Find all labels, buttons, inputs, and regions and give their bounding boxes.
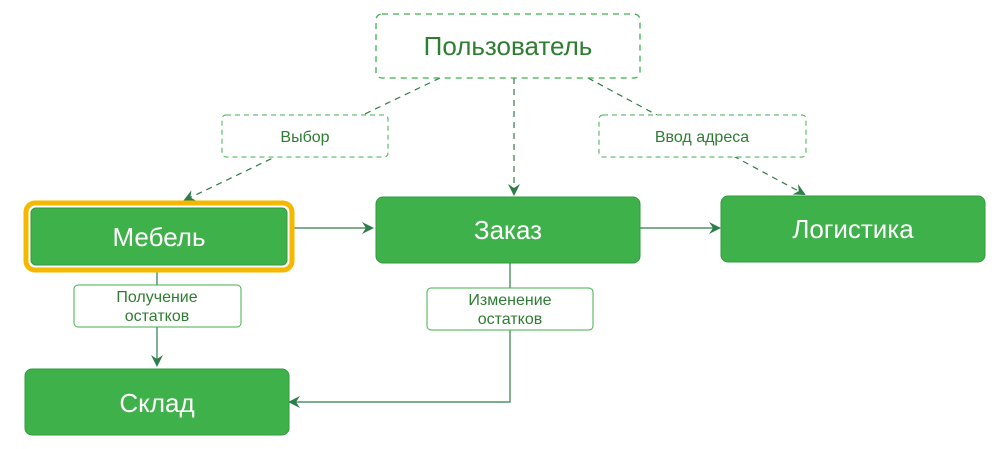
edge-label-address-text: Ввод адреса (655, 129, 749, 146)
node-user-label: Пользователь (424, 31, 593, 61)
node-furniture-highlight (23, 200, 295, 273)
edge-label-stock-get-line1: Получение (116, 289, 197, 306)
edge-order-to-warehouse (288, 262, 511, 408)
edge-label-choice-text: Выбор (280, 129, 329, 146)
edge-label-stock-change: Изменение остатков (426, 287, 594, 331)
node-user[interactable]: Пользователь (375, 13, 641, 79)
edge-label-stock-get: Получение остатков (73, 284, 242, 328)
node-logistics[interactable]: Логистика (720, 195, 986, 263)
edge-label-stock-change-line2: остатков (478, 311, 543, 328)
node-furniture[interactable]: Мебель (23, 200, 295, 273)
edge-label-address: Ввод адреса (598, 114, 807, 158)
node-warehouse-label: Склад (119, 388, 194, 418)
node-logistics-label: Логистика (792, 214, 914, 244)
edge-label-choice: Выбор (221, 114, 389, 158)
node-order[interactable]: Заказ (375, 196, 641, 264)
edge-user-to-furniture (183, 77, 441, 202)
edge-label-stock-change-line1: Изменение (468, 292, 551, 309)
edge-label-stock-get-line2: остатков (125, 308, 190, 325)
node-furniture-label: Мебель (112, 222, 205, 252)
node-order-label: Заказ (474, 215, 542, 245)
node-warehouse[interactable]: Склад (24, 368, 290, 436)
